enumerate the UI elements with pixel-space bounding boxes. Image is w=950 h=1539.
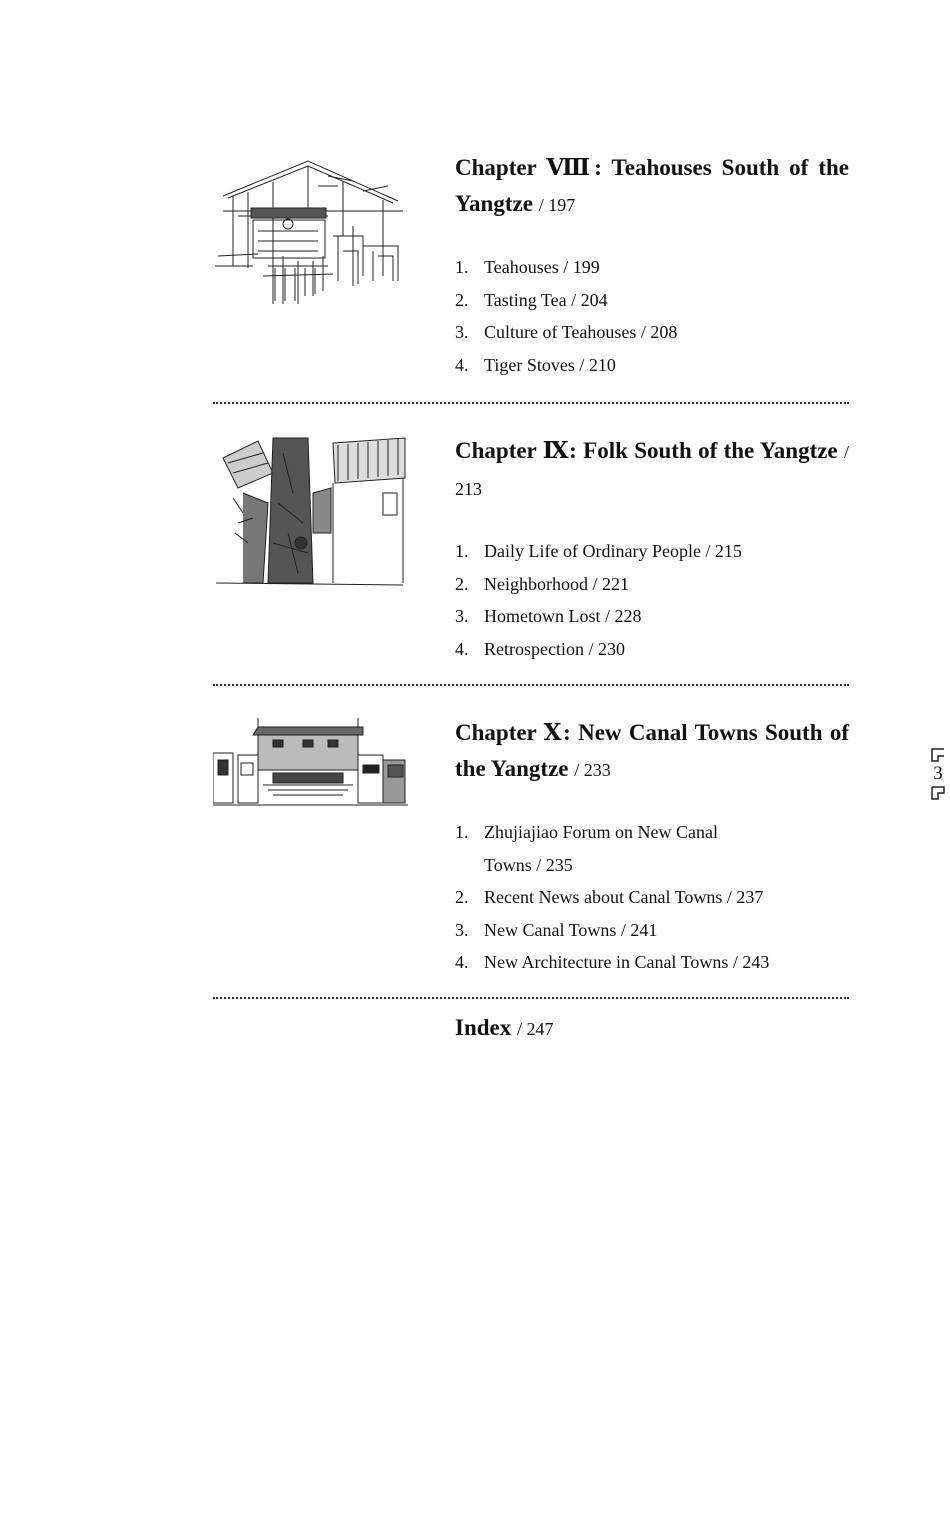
folio-bottom-ornament-icon	[931, 786, 945, 800]
chapter-page-number: / 233	[574, 760, 611, 780]
list-item[interactable]: 1.Zhujiajiao Forum on New Canal Towns / …	[455, 822, 718, 875]
index-label: Index	[455, 1015, 512, 1040]
section-list: 1.Teahouses / 199 2.Tasting Tea / 204 3.…	[455, 251, 849, 381]
page-folio: 3	[930, 747, 946, 801]
list-item[interactable]: 3.Hometown Lost / 228	[455, 606, 642, 626]
chapter-title[interactable]: Chapter Ⅹ: New Canal Towns South of the …	[455, 720, 849, 781]
dotted-divider	[213, 684, 849, 686]
alley-illustration	[215, 437, 406, 586]
list-item[interactable]: 1.Teahouses / 199	[455, 257, 600, 277]
chapter-title[interactable]: Chapter Ⅷ: Teahouses South of the Yangtz…	[455, 155, 849, 216]
building-elevation-illustration	[213, 718, 408, 806]
list-item[interactable]: 3.Culture of Teahouses / 208	[455, 322, 678, 342]
list-item[interactable]: 2.Neighborhood / 221	[455, 573, 629, 594]
list-item[interactable]: 2.Recent News about Canal Towns / 237	[455, 887, 764, 907]
list-item[interactable]: 3.New Canal Towns / 241	[455, 919, 658, 940]
list-item[interactable]: 2.Tasting Tea / 204	[455, 289, 608, 310]
list-item[interactable]: 4.Tiger Stoves / 210	[455, 354, 616, 375]
section-list: 1.Daily Life of Ordinary People / 215 2.…	[455, 535, 849, 665]
dotted-divider	[213, 997, 849, 999]
chapter-page-number: / 197	[538, 195, 576, 215]
page-number: 3	[933, 763, 943, 784]
folio-top-ornament-icon	[931, 748, 944, 762]
dotted-divider	[213, 402, 849, 404]
section-list: 1.Zhujiajiao Forum on New Canal Towns / …	[455, 816, 849, 979]
list-item[interactable]: 4.New Architecture in Canal Towns / 243	[455, 952, 770, 972]
index-page-number: / 247	[517, 1019, 554, 1039]
index-entry[interactable]: Index / 247	[455, 1015, 554, 1041]
chapter-page-number: / 213	[455, 442, 850, 499]
list-item[interactable]: 4.Retrospection / 230	[455, 638, 625, 659]
chapter-title[interactable]: Chapter Ⅸ: Folk South of the Yangtze / 2…	[455, 438, 850, 499]
teahouse-illustration	[215, 160, 403, 304]
list-item[interactable]: 1.Daily Life of Ordinary People / 215	[455, 541, 742, 561]
